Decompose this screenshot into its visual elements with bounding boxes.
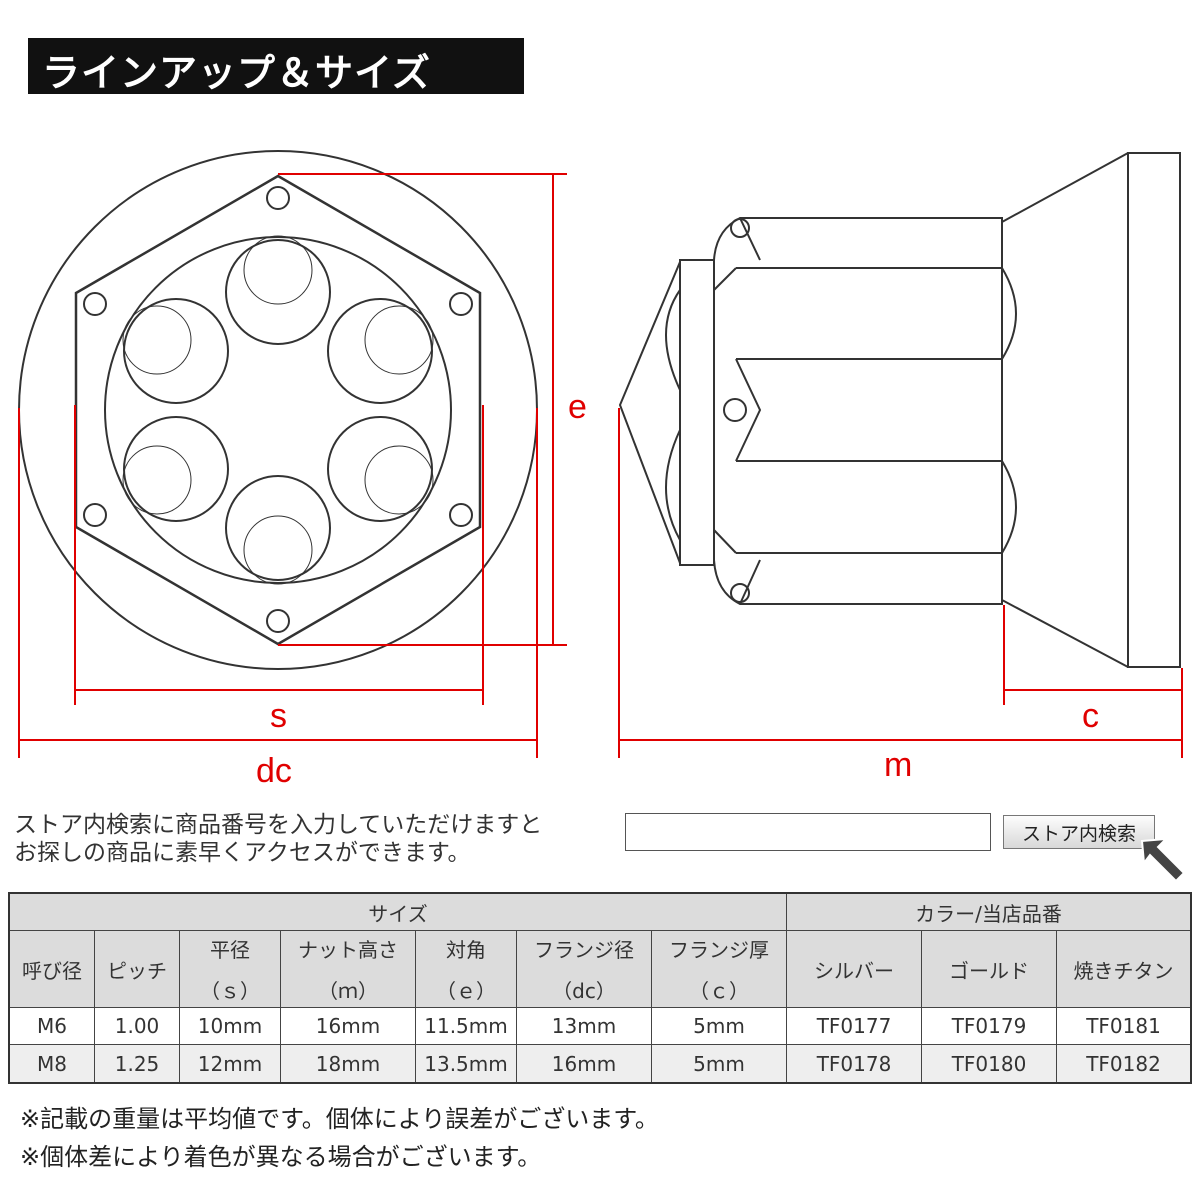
table-cell: M6: [8, 1007, 95, 1045]
col-header: 平径（ｓ）: [179, 930, 281, 1008]
table-cell: 1.25: [94, 1044, 180, 1084]
pointer-cursor-icon: [1140, 837, 1186, 883]
dimension-label-c: c: [1082, 697, 1099, 735]
table-cell: 5mm: [651, 1007, 787, 1045]
table-cell: 5mm: [651, 1044, 787, 1084]
search-instruction: ストア内検索に商品番号を入力していただけますと お探しの商品に素早くアクセスがで…: [14, 811, 542, 867]
search-instruction-line1: ストア内検索に商品番号を入力していただけますと: [14, 812, 543, 838]
table-group-size: サイズ: [8, 892, 787, 931]
search-instruction-line2: お探しの商品に素早くアクセスができます。: [14, 840, 471, 866]
table-cell: 16mm: [280, 1007, 416, 1045]
store-search-button[interactable]: ストア内検索: [1003, 815, 1155, 849]
dimension-lines: [18, 173, 1183, 758]
table-cell: TF0178: [786, 1044, 922, 1084]
spec-table: サイズ カラー/当店品番 呼び径 ピッチ 平径（ｓ） ナット高さ（ｍ） 対角（ｅ…: [8, 892, 1192, 1084]
dimension-label-m: m: [884, 746, 913, 784]
table-cell: 11.5mm: [415, 1007, 517, 1045]
table-cell: M8: [8, 1044, 95, 1084]
table-cell: TF0177: [786, 1007, 922, 1045]
table-cell: 13mm: [516, 1007, 652, 1045]
hex-outline: [74, 174, 482, 646]
col-header: フランジ厚（ｃ）: [651, 930, 787, 1008]
table-cell: TF0180: [921, 1044, 1057, 1084]
col-header: ピッチ: [94, 930, 180, 1008]
table-row: M8 1.25 12mm 18mm 13.5mm 16mm 5mm TF0178…: [8, 1044, 1192, 1084]
dimension-label-e: e: [568, 388, 587, 426]
note-line: ※記載の重量は平均値です。個体により誤差がございます。: [20, 1105, 659, 1133]
dimension-label-dc: dc: [256, 752, 292, 790]
section-title-bar: ラインアップ＆サイズ: [28, 38, 524, 95]
decorative-lobes: [122, 235, 434, 585]
table-cell: 1.00: [94, 1007, 180, 1045]
cap-dome: [618, 261, 681, 564]
col-header: フランジ径（dc）: [516, 930, 652, 1008]
col-header: シルバー: [786, 930, 922, 1008]
notes: ※記載の重量は平均値です。個体により誤差がございます。 ※個体差により着色が異な…: [20, 1100, 659, 1176]
col-header: 焼きチタン: [1056, 930, 1192, 1008]
dimension-label-s: s: [270, 697, 287, 735]
col-header: 呼び径: [8, 930, 95, 1008]
table-cell: 18mm: [280, 1044, 416, 1084]
col-header: ナット高さ（ｍ）: [280, 930, 416, 1008]
table-cell: TF0181: [1056, 1007, 1192, 1045]
col-header: 対角（ｅ）: [415, 930, 517, 1008]
table-group-color: カラー/当店品番: [786, 892, 1192, 931]
corner-holes: [83, 186, 473, 633]
store-search-input[interactable]: [625, 813, 991, 851]
cap-ring: [679, 259, 715, 566]
nut-body-side: [713, 217, 1003, 605]
table-cell: TF0182: [1056, 1044, 1192, 1084]
table-cell: TF0179: [921, 1007, 1057, 1045]
note-line: ※個体差により着色が異なる場合がございます。: [20, 1143, 542, 1171]
flange-circle: [18, 150, 538, 670]
table-cell: 13.5mm: [415, 1044, 517, 1084]
table-cell: 16mm: [516, 1044, 652, 1084]
inner-circle: [104, 236, 452, 584]
table-cell: 12mm: [179, 1044, 281, 1084]
col-header: ゴールド: [921, 930, 1057, 1008]
section-title: ラインアップ＆サイズ: [42, 51, 431, 95]
table-row: M6 1.00 10mm 16mm 11.5mm 13mm 5mm TF0177…: [8, 1007, 1192, 1045]
flange-side: [1127, 152, 1181, 668]
table-cell: 10mm: [179, 1007, 281, 1045]
nut-drawing: [18, 150, 1183, 758]
